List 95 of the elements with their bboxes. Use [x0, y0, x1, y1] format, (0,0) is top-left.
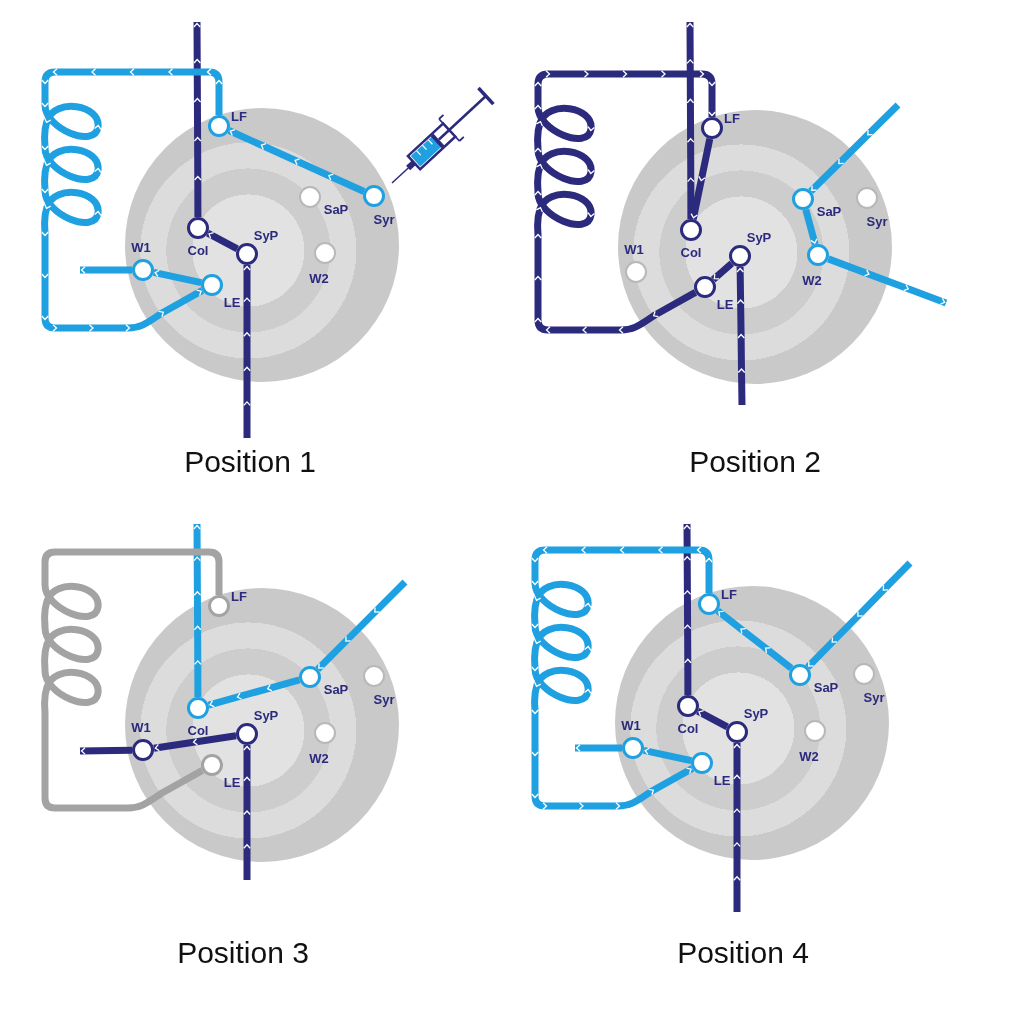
- port-circle: [363, 185, 385, 207]
- flow-line: [227, 127, 366, 195]
- port-circle: [677, 695, 699, 717]
- port-circle: [236, 243, 258, 265]
- port-circle: [853, 663, 875, 685]
- port-label: Col: [680, 245, 702, 259]
- flow-line: [193, 523, 202, 697]
- port-circle: [201, 754, 223, 776]
- flow-line: [710, 260, 735, 283]
- port-label: W2: [802, 273, 822, 287]
- port-circle: [698, 593, 720, 615]
- port-label: LE: [716, 297, 734, 311]
- port-circle: [789, 664, 811, 686]
- flow-line: [802, 208, 819, 246]
- port-label: W1: [131, 720, 151, 734]
- port-circle: [299, 666, 321, 688]
- port-label: LF: [231, 109, 247, 123]
- flow-line: [808, 102, 901, 194]
- port-circle: [701, 117, 723, 139]
- port-circle: [187, 217, 209, 239]
- flow-line: [152, 268, 203, 287]
- port-circle: [187, 697, 209, 719]
- port-circle: [314, 722, 336, 744]
- port-label: Syr: [373, 692, 395, 706]
- port-label: Col: [187, 723, 209, 737]
- port-label: Syr: [373, 212, 395, 226]
- port-circle: [694, 276, 716, 298]
- port-circle: [201, 274, 223, 296]
- port-label: SaP: [323, 682, 349, 696]
- port-label: LE: [223, 295, 241, 309]
- flow-line: [686, 21, 695, 219]
- flow-line: [689, 138, 714, 220]
- port-label: SaP: [323, 202, 349, 216]
- port-circle: [132, 259, 154, 281]
- port-label: W1: [621, 718, 641, 732]
- flow-line: [715, 608, 794, 671]
- port-circle: [726, 721, 748, 743]
- port-label: LF: [724, 111, 740, 125]
- port-circle: [691, 752, 713, 774]
- position-caption: Position 2: [689, 447, 821, 477]
- flow-line: [315, 579, 408, 672]
- flow-line: [733, 743, 741, 912]
- port-circle: [804, 720, 826, 742]
- flow-line: [736, 266, 746, 406]
- port-circle: [856, 187, 878, 209]
- position-caption: Position 1: [184, 447, 316, 477]
- port-label: SyP: [253, 708, 279, 722]
- flow-line: [243, 745, 251, 880]
- flow-line: [683, 523, 692, 695]
- port-label: Col: [187, 243, 209, 257]
- port-label: W2: [309, 271, 329, 285]
- port-circle: [208, 595, 230, 617]
- flow-line: [805, 560, 913, 670]
- flow-line: [534, 70, 716, 334]
- port-label: SyP: [743, 706, 769, 720]
- port-circle: [625, 261, 647, 283]
- flow-line: [153, 732, 237, 752]
- port-circle: [622, 737, 644, 759]
- flow-line: [206, 230, 239, 252]
- position-caption: Position 3: [177, 938, 309, 968]
- port-circle: [132, 739, 154, 761]
- flow-line: [642, 746, 693, 765]
- port-label: W2: [799, 749, 819, 763]
- port-label: SyP: [253, 228, 279, 242]
- port-label: SaP: [813, 680, 839, 694]
- flow-line: [41, 68, 223, 332]
- port-label: LF: [721, 587, 737, 601]
- flow-line: [531, 546, 713, 810]
- port-label: W2: [309, 751, 329, 765]
- port-circle: [729, 245, 751, 267]
- port-circle: [807, 244, 829, 266]
- flow-line: [207, 676, 301, 709]
- port-circle: [236, 723, 258, 745]
- port-circle: [314, 242, 336, 264]
- port-label: W1: [624, 242, 644, 256]
- flow-line: [243, 265, 251, 438]
- port-label: Syr: [863, 690, 885, 704]
- flow-line: [79, 746, 133, 755]
- port-label: LF: [231, 589, 247, 603]
- port-label: W1: [131, 240, 151, 254]
- position-caption: Position 4: [677, 938, 809, 968]
- flow-line: [827, 255, 948, 307]
- port-label: LE: [223, 775, 241, 789]
- port-circle: [299, 186, 321, 208]
- port-label: Col: [677, 721, 699, 735]
- flow-line: [193, 21, 202, 217]
- flow-line: [696, 708, 729, 730]
- port-label: LE: [713, 773, 731, 787]
- port-circle: [208, 115, 230, 137]
- port-label: SaP: [816, 204, 842, 218]
- port-label: Syr: [866, 214, 888, 228]
- port-circle: [680, 219, 702, 241]
- port-label: SyP: [746, 230, 772, 244]
- port-circle: [363, 665, 385, 687]
- port-circle: [792, 188, 814, 210]
